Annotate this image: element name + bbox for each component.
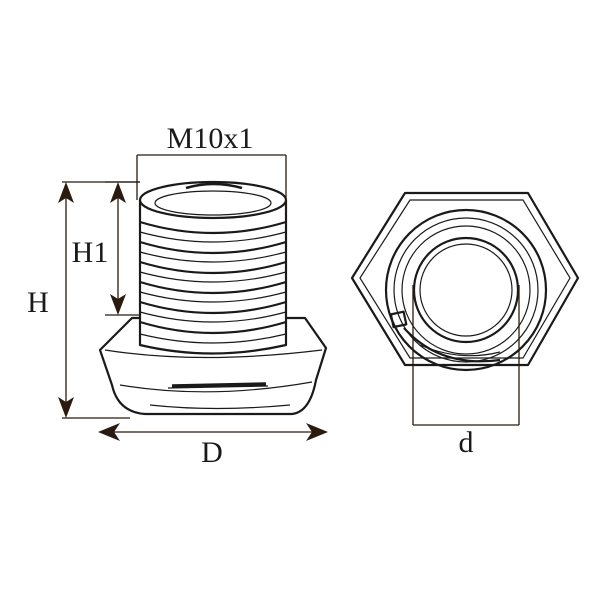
dimension-thread: M10x1 <box>136 122 287 215</box>
label-h: H <box>27 286 49 319</box>
arrow-d-right <box>306 423 328 441</box>
arrow-h1-bottom <box>110 294 126 315</box>
dimension-h1: H1 <box>72 181 140 316</box>
notch <box>389 310 408 329</box>
thread-ridges <box>139 220 287 344</box>
dimension-inner-diameter: d <box>412 285 520 459</box>
label-d-outer: D <box>201 436 223 469</box>
dimension-h: H <box>27 181 140 419</box>
label-h1: H1 <box>72 236 109 269</box>
arrow-h-top <box>58 182 74 203</box>
arrow-d-left <box>98 423 120 441</box>
threaded-stem <box>138 200 288 355</box>
label-d-inner: d <box>459 426 474 459</box>
outer-ring <box>384 208 548 372</box>
arrow-h-bottom <box>58 397 74 418</box>
label-thread: M10x1 <box>167 122 254 155</box>
hex-outline <box>350 191 580 367</box>
top-view: d <box>350 191 580 459</box>
side-view: M10x1 H H1 D <box>27 122 328 469</box>
dimension-outer-diameter: D <box>98 423 328 469</box>
bore <box>412 236 520 344</box>
arrow-h1-top <box>110 182 126 203</box>
stem-top-opening <box>138 180 288 220</box>
